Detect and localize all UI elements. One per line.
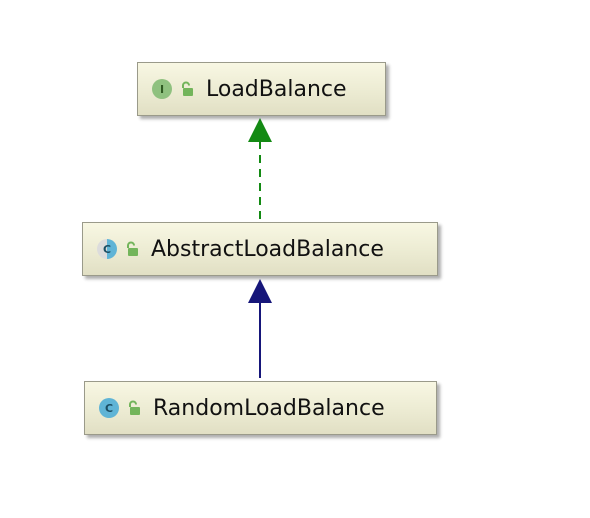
class-node-random-load-balance[interactable]: C RandomLoadBalance <box>84 381 437 435</box>
abstract-class-icon: C <box>97 239 117 259</box>
class-node-load-balance[interactable]: I LoadBalance <box>137 62 386 116</box>
class-node-abstract-load-balance[interactable]: C AbstractLoadBalance <box>82 222 438 276</box>
class-icon: C <box>99 398 119 418</box>
class-name-abstract-load-balance: AbstractLoadBalance <box>151 236 384 262</box>
public-lock-icon <box>182 81 193 96</box>
extends-edge-arrowhead <box>248 279 272 303</box>
implements-edge-arrowhead <box>248 118 272 142</box>
interface-icon: I <box>152 79 172 99</box>
class-name-random-load-balance: RandomLoadBalance <box>153 395 385 421</box>
class-name-load-balance: LoadBalance <box>206 76 347 102</box>
public-lock-icon <box>127 241 138 256</box>
public-lock-icon <box>129 400 140 415</box>
